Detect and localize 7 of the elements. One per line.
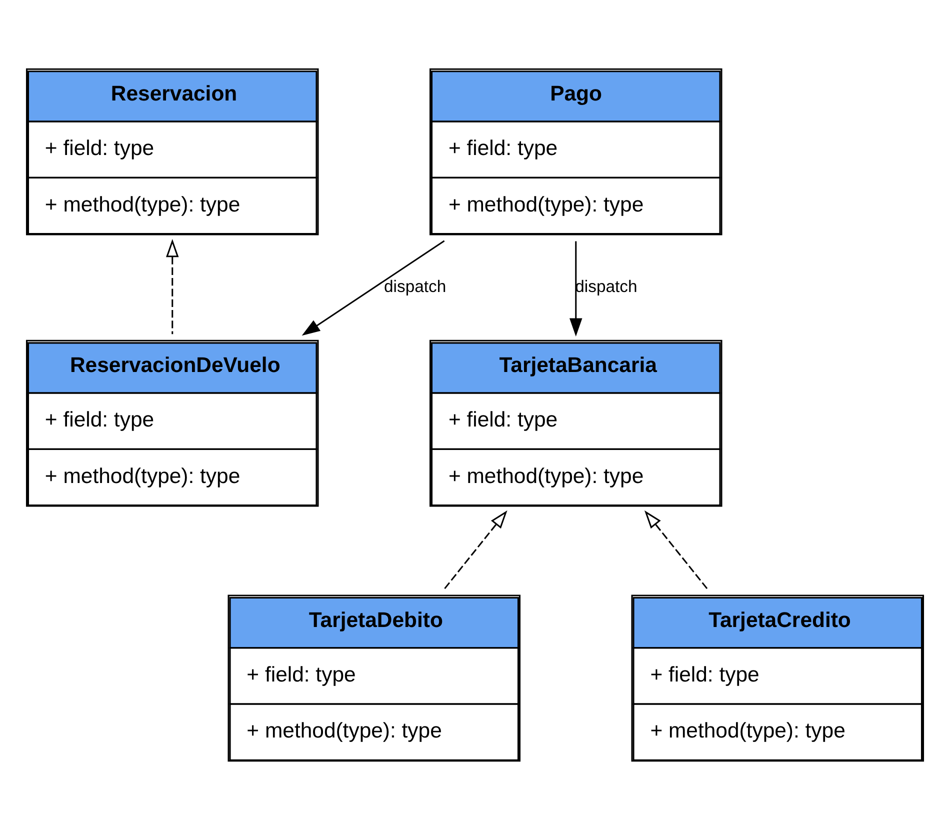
arrow xyxy=(570,240,582,336)
arrow xyxy=(302,240,445,336)
arrow xyxy=(166,238,179,334)
edge-label: dispatch xyxy=(384,276,446,296)
edge-label: dispatch xyxy=(575,276,638,296)
arrow xyxy=(444,510,508,590)
arrow xyxy=(644,510,708,590)
